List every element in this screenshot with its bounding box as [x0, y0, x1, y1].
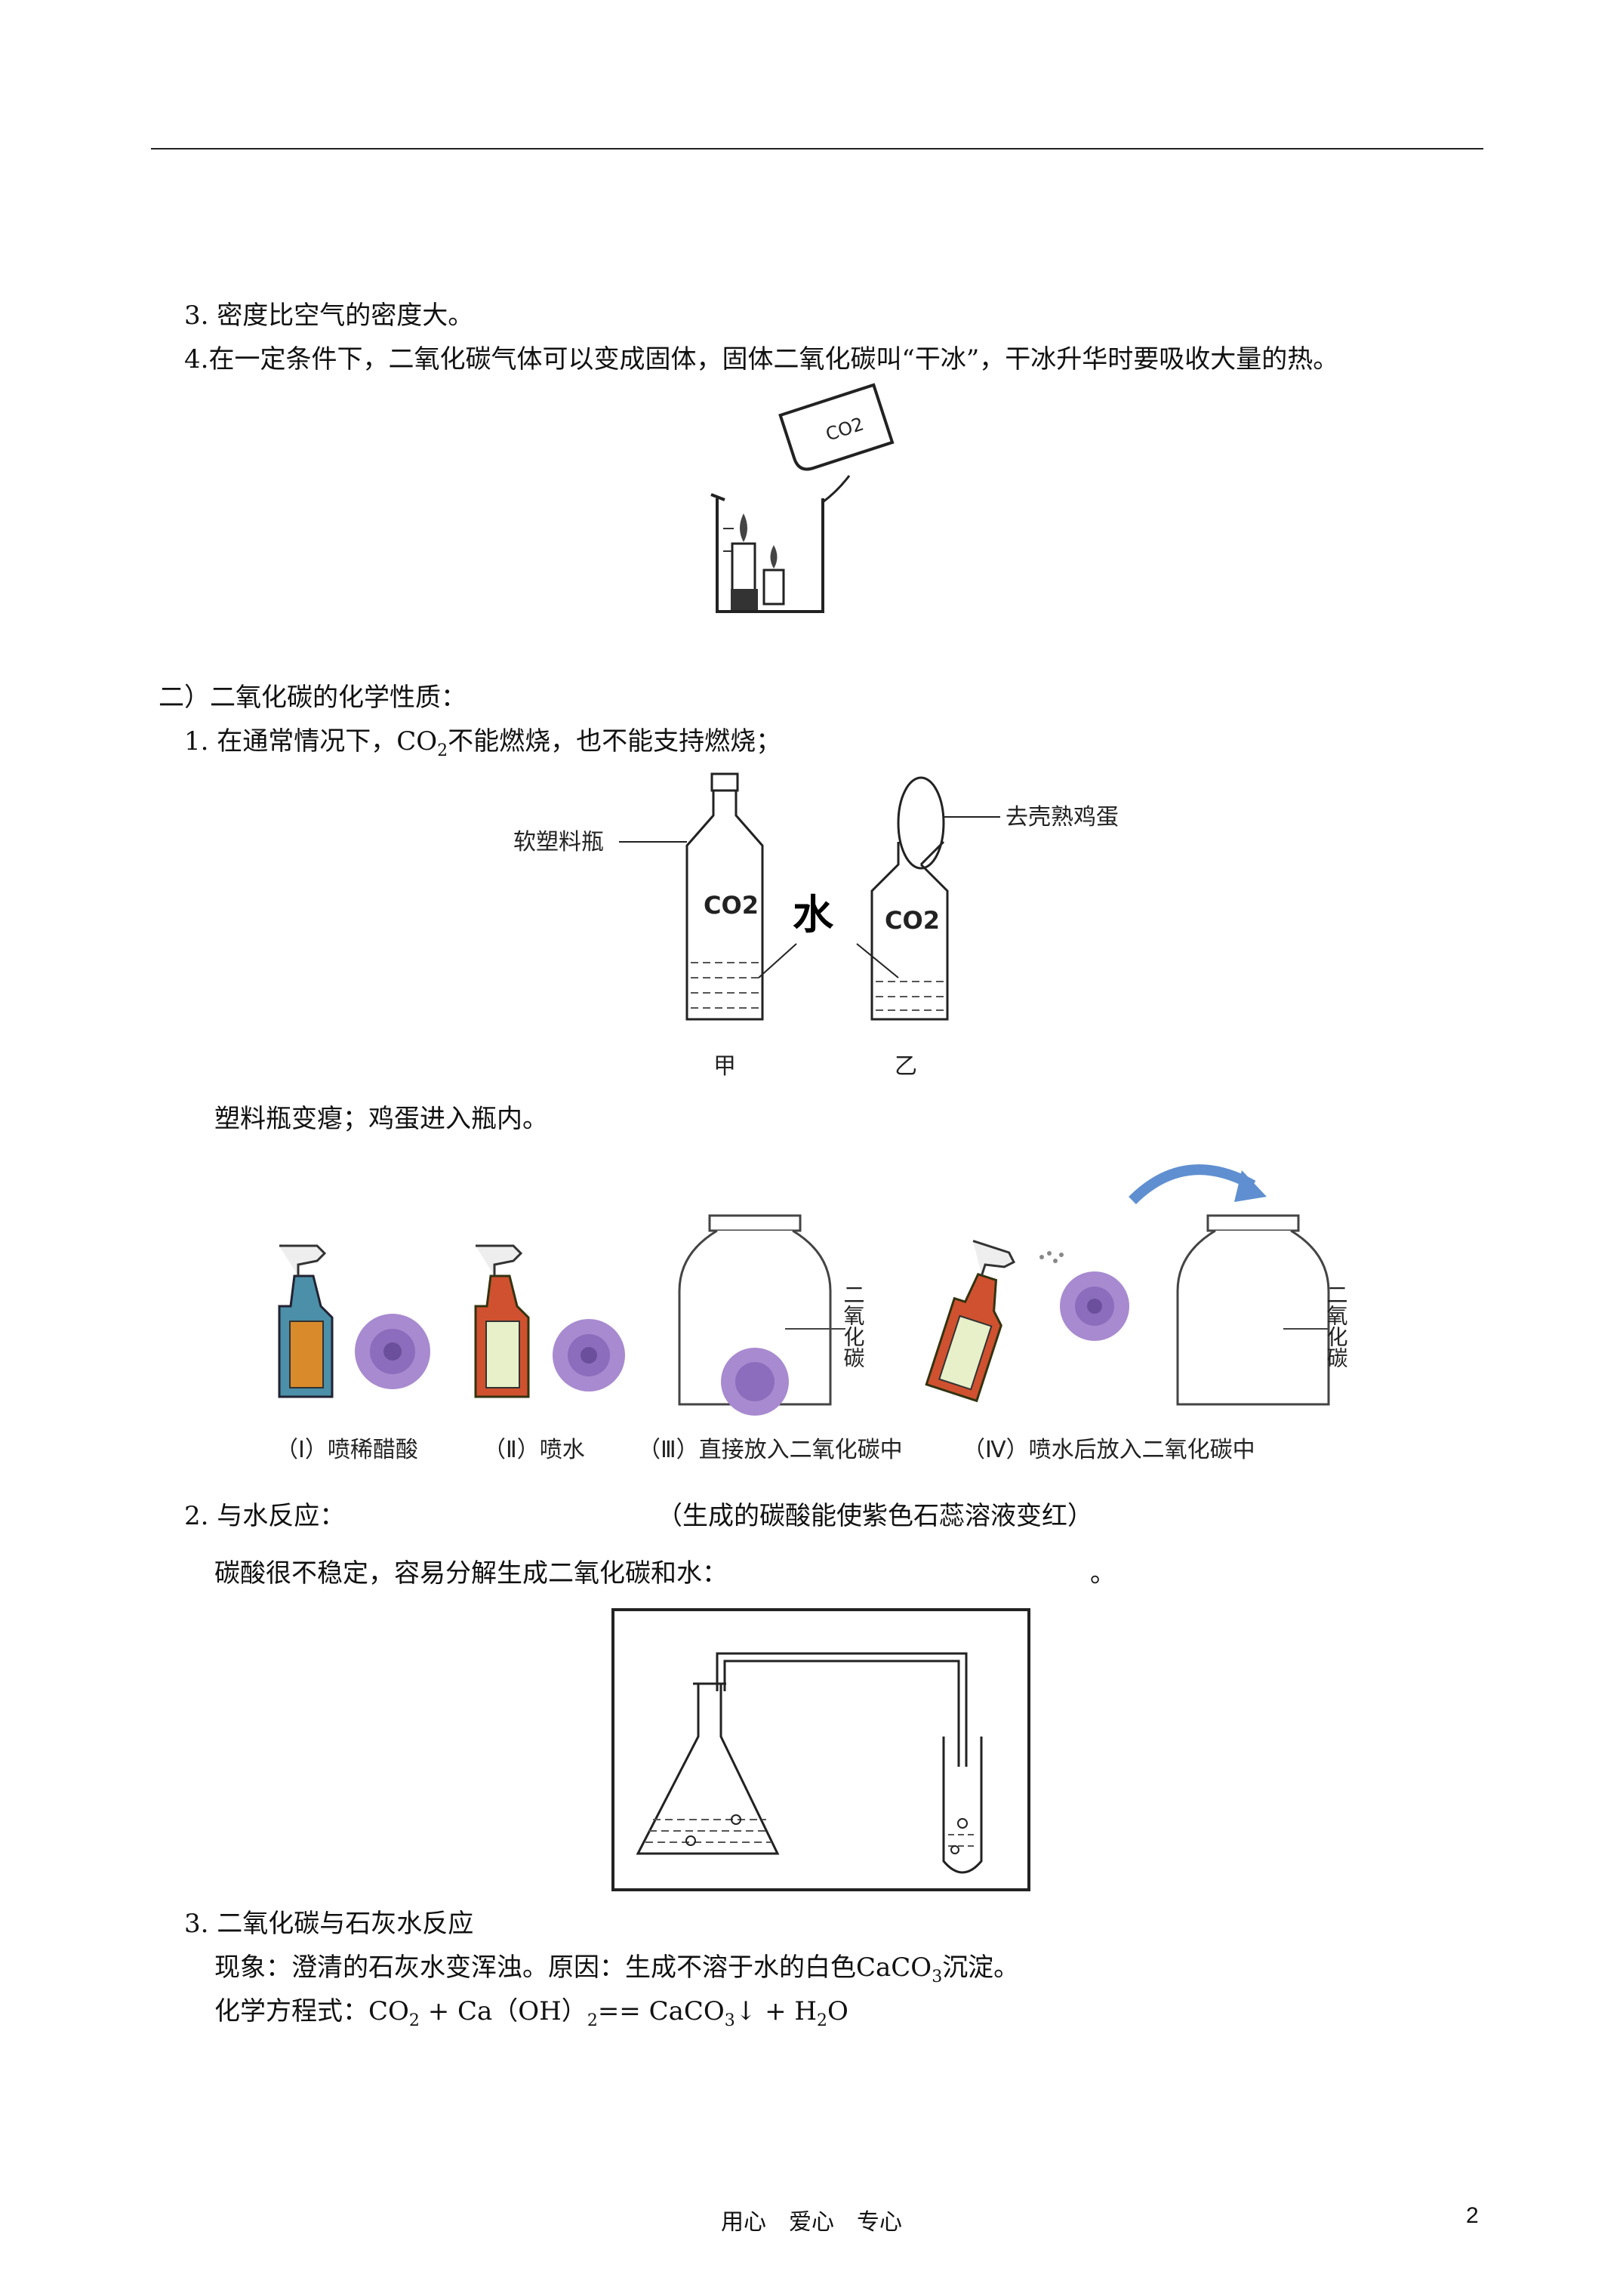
item-1-text-pre: 1. 在通常情况下，CO	[184, 726, 438, 757]
water-label: 水	[793, 891, 834, 938]
eq-prefix: 化学方程式：CO	[214, 1996, 409, 2026]
item-1-text-post: 不能燃烧，也不能支持燃烧；	[448, 726, 782, 757]
figure-litmus-flowers: 二氧化碳 二氧化碳 （Ⅰ）喷稀醋酸 （Ⅱ）喷水 （Ⅲ）直接放	[257, 1140, 1359, 1472]
caption-yi: 乙	[895, 1053, 917, 1080]
peeled-egg-label: 去壳熟鸡蛋	[1006, 804, 1119, 831]
flower-1	[355, 1314, 430, 1389]
flower-4	[1060, 1271, 1129, 1341]
jar-label-co2-2: 二氧化碳	[1324, 1284, 1349, 1368]
caption-iv: （Ⅳ）喷水后放入二氧化碳中	[962, 1437, 1255, 1463]
item-3-limewater: 3. 二氧化碳与石灰水反应	[184, 1909, 474, 1939]
eq-mid-2: == CaCO	[597, 1996, 725, 2026]
figure-bottle-egg: CO2 软塑料瓶 水 CO2 去壳熟鸡蛋 甲 乙	[498, 770, 1147, 1087]
eq-sub-3: 3	[724, 2011, 735, 2030]
caption-iii: （Ⅲ）直接放入二氧化碳中	[638, 1437, 903, 1463]
soft-plastic-bottle-label: 软塑料瓶	[513, 829, 604, 855]
spray-bottle-acetic	[278, 1244, 334, 1398]
jar-co2-direct: 二氧化碳	[678, 1214, 866, 1416]
eq-mid: + Ca（OH）	[419, 1996, 587, 2026]
item-2-end-period: 。	[1090, 1558, 1116, 1589]
eq-sub-1: 2	[408, 2011, 420, 2030]
item-3-density: 3. 密度比空气的密度大。	[184, 300, 474, 331]
jar-co2-after-water: 二氧化碳	[1176, 1214, 1349, 1406]
footer-motto: 用心 爱心 专心	[721, 2209, 902, 2236]
co2-left-label: CO2	[704, 891, 759, 920]
item-1-subscript: 2	[437, 741, 448, 760]
spray-mist	[1039, 1251, 1064, 1263]
caption-i: （Ⅰ）喷稀醋酸	[276, 1437, 418, 1463]
eq-sub-4: 2	[817, 2011, 828, 2030]
caption-ii: （Ⅱ）喷水	[483, 1437, 585, 1463]
eq-suffix: ↓ + H	[735, 1996, 818, 2026]
spray-bottle-water	[474, 1244, 530, 1398]
chemical-equation: 化学方程式：CO2 + Ca（OH）2== CaCO3↓ + H2O	[214, 1995, 848, 2038]
eq-sub-2: 2	[587, 2011, 598, 2030]
carbonic-acid-unstable: 碳酸很不稳定，容易分解生成二氧化碳和水：	[214, 1558, 728, 1589]
phenomenon-text: 现象：澄清的石灰水变浑浊。原因：生成不溶于水的白色CaCO3沉淀。	[214, 1951, 1019, 1994]
phenomenon-subscript: 3	[932, 1967, 943, 1986]
figure-flask-testtube	[611, 1608, 1030, 1891]
item-4-dry-ice: 4.在一定条件下，二氧化碳气体可以变成固体，固体二氧化碳叫“干冰”，干冰升华时要…	[184, 344, 1339, 374]
page-number: 2	[1466, 2203, 1479, 2228]
eq-end: O	[827, 1996, 848, 2026]
phenomenon-post: 沉淀。	[942, 1952, 1020, 1983]
observation-text: 塑料瓶变瘪；鸡蛋进入瓶内。	[214, 1104, 548, 1134]
section-2-heading: 二）二氧化碳的化学性质：	[159, 683, 467, 713]
flower-2	[553, 1319, 625, 1391]
item-1-not-burning: 1. 在通常情况下，CO2不能燃烧，也不能支持燃烧；	[184, 725, 781, 768]
header-rule	[151, 148, 1483, 149]
phenomenon-pre: 现象：澄清的石灰水变浑浊。原因：生成不溶于水的白色CaCO	[214, 1952, 932, 1983]
figure-candles-beaker: CO2	[694, 378, 951, 627]
arrow-icon	[1129, 1164, 1256, 1204]
spray-bottle-iv	[925, 1240, 1016, 1403]
jar-label-co2-1: 二氧化碳	[841, 1284, 866, 1368]
item-2-water-reaction: 2. 与水反应：	[184, 1501, 346, 1531]
item-2-note: （生成的碳酸能使紫色石蕊溶液变红）	[657, 1501, 1093, 1531]
caption-jia: 甲	[713, 1053, 736, 1080]
co2-right-label: CO2	[885, 906, 940, 935]
